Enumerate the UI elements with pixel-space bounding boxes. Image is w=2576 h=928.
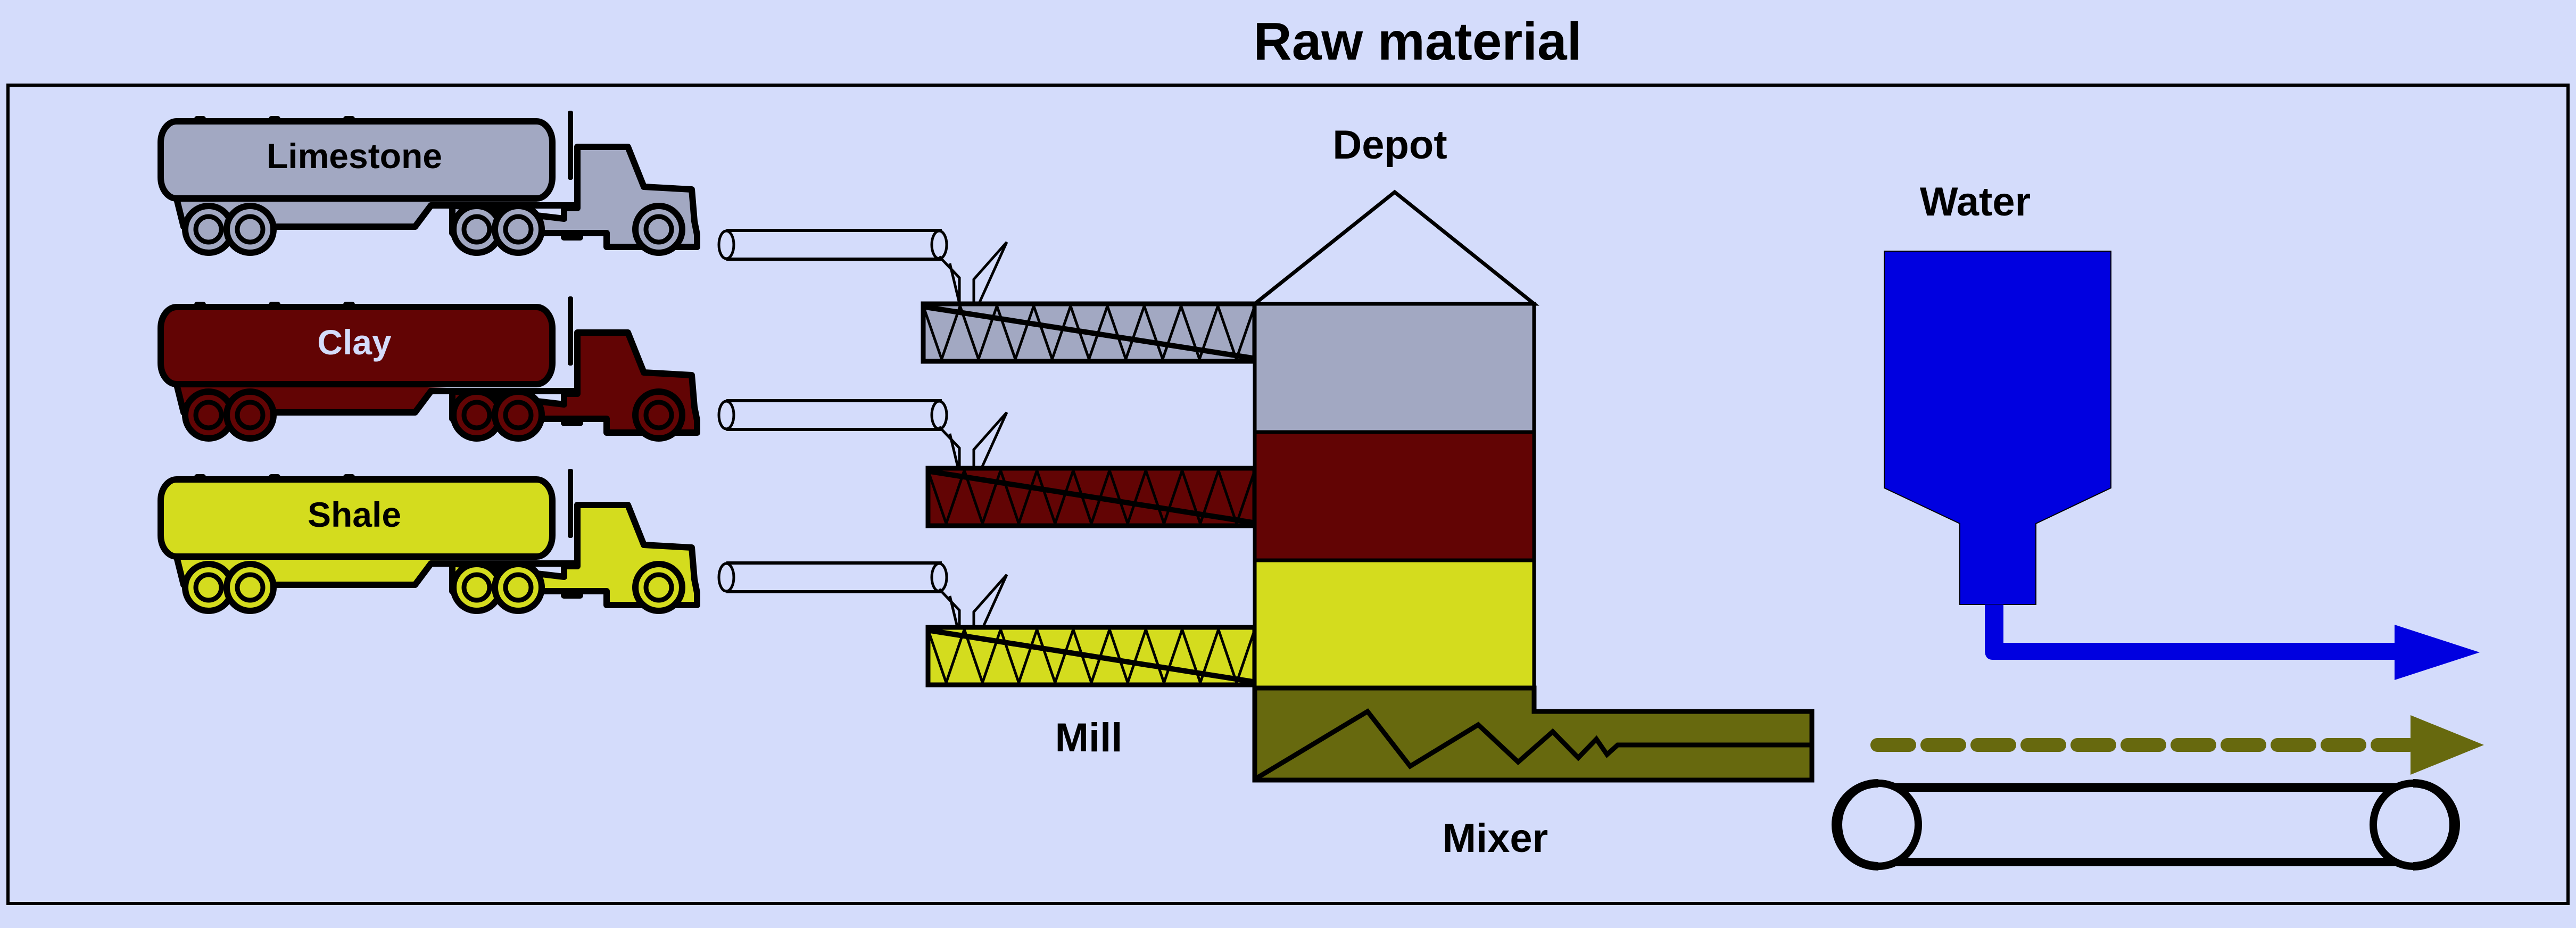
diagram-frame [6,84,2570,905]
trucks-group [158,111,700,614]
tank [158,304,556,387]
wheel-hub [235,572,266,603]
wheel-hub [235,214,266,245]
tank-hatch [194,302,206,309]
wheel-hub [503,572,534,603]
depot-layer-shale [1253,558,1536,690]
exhaust-stack [568,111,573,180]
chute-blade-right [972,241,1008,304]
belt [1878,783,2411,866]
exhaust-stack [568,296,573,366]
wheel-hub [193,214,224,245]
feed-conveyor-limestone [717,229,1008,304]
truck-label-limestone: Limestone [267,136,442,176]
wheel-hub [193,572,224,603]
wheel-hub [643,400,674,430]
wheel-hub [503,214,534,245]
feed-belt [726,399,942,431]
tank-hatch [269,116,280,123]
mix-flow-arrow [1870,715,2484,775]
mill-label: Mill [1055,715,1123,760]
truck-clay [158,296,700,442]
truck-shale [158,469,700,614]
feed-belt [726,229,942,261]
tank-hatch [343,116,355,123]
chute-blade-left [938,588,961,636]
mill-flights [922,302,1256,363]
feed-roller-left [717,400,735,430]
mill-flights [926,625,1256,687]
water-silo [1884,251,2480,680]
depot-layer-limestone [1253,302,1536,434]
feed-roller-right [930,400,948,430]
water-tank [1884,251,2111,605]
tank [158,118,556,202]
tank-hatch [343,474,355,482]
mixer-screw [1255,708,1812,780]
wheel-hub [503,400,534,430]
diagram-title: Raw material [1254,12,1582,71]
wheel-hub [193,400,224,430]
mill-shaft [930,469,1253,525]
mill-shaft [925,304,1253,361]
feed-conveyors [717,229,1008,637]
wheel-hub [643,572,674,603]
feed-conveyor-shale [717,561,1008,637]
truck-label-shale: Shale [308,495,401,534]
wheel-hub [461,572,492,603]
feed-roller-right [930,229,948,260]
output-belt-conveyor [1832,779,2460,871]
depot [1249,189,1539,690]
belt-outer-left [1832,779,1879,871]
truck-label-clay: Clay [317,322,392,362]
mixer-label: Mixer [1443,816,1548,861]
tank-hatch [194,116,206,123]
feed-roller-right [930,562,948,593]
wheel-hub [461,400,492,430]
mix-flow-arrowhead [2411,715,2484,775]
wheel-hub [235,400,266,430]
truck-limestone [158,111,700,256]
tank-hatch [343,302,355,309]
tank-hatch [269,474,280,482]
feed-belt [726,561,942,593]
mill-screws [921,301,1257,687]
feed-conveyor-clay [717,399,1008,475]
wheel-hub [643,214,674,245]
exhaust-stack [568,469,573,538]
mixer-body [1252,685,1815,783]
depot-label: Depot [1332,122,1447,168]
chute-blade-right [972,574,1008,637]
mill-screw-limestone [921,301,1257,364]
feed-roller-left [717,229,735,260]
mill-screw-clay [925,466,1257,528]
mill-flights [926,466,1256,528]
tank-hatch [269,302,280,309]
wheel-hub [461,214,492,245]
chute-blade-left [938,426,961,474]
depot-layer-clay [1253,430,1536,562]
mixer [1252,685,1815,783]
mill-screw-shale [925,625,1257,687]
chute-blade-right [972,411,1008,475]
tank-hatch [194,474,206,482]
chute-blade-left [938,255,961,304]
belt-outer-right [2413,779,2460,871]
feed-roller-left [717,562,735,593]
tank [158,476,556,560]
mill-shaft [930,628,1253,684]
water-label: Water [1920,179,2031,225]
